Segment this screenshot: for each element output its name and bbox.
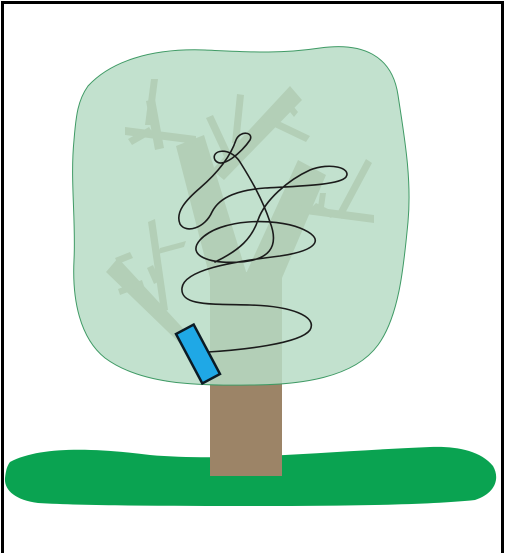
tree-canopy [73, 47, 409, 386]
